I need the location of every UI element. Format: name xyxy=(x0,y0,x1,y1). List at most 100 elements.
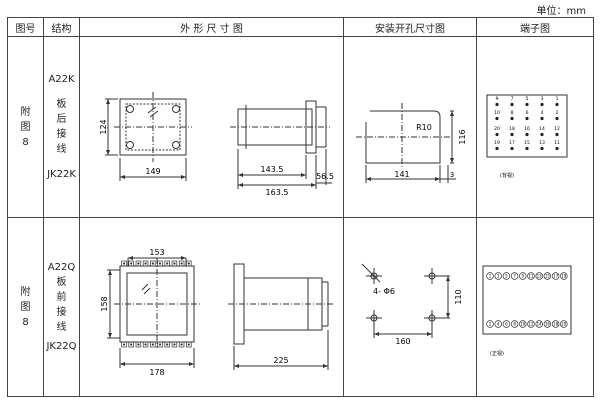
terminal-dot xyxy=(525,132,529,137)
terminal-circle xyxy=(543,320,552,328)
dim-top-width: 153 xyxy=(149,248,164,257)
terminal-circle xyxy=(535,272,543,280)
terminal-circle xyxy=(502,320,511,328)
terminal-pin-bottom xyxy=(157,341,163,348)
terminal-dot xyxy=(495,116,499,121)
terminal-dot xyxy=(555,146,559,151)
terminal-dot xyxy=(510,132,514,137)
dim-front-height: 124 xyxy=(99,119,108,134)
terminal-circle xyxy=(551,272,560,280)
terminal-dot xyxy=(495,132,499,137)
terminal-dot xyxy=(495,102,499,107)
terminal-dot xyxy=(540,132,544,137)
structure-char: 接 xyxy=(56,129,67,140)
terminal-circle xyxy=(486,320,494,328)
terminal-number: 4 xyxy=(541,110,544,116)
terminal-number: 8 xyxy=(513,322,516,327)
mounting-drawing-rear: R10 116 141 3 xyxy=(356,103,467,183)
terminal-pin-top-dot xyxy=(187,262,190,265)
terminal-pin-bottom-dot xyxy=(151,343,154,346)
terminal-pin-bottom-dot xyxy=(144,343,147,346)
model-top: A22Q xyxy=(47,262,76,273)
pin-rows xyxy=(121,260,192,348)
terminal-pin-top-dot xyxy=(173,262,176,265)
structure-char: 线 xyxy=(56,322,67,333)
structure-char: 后 xyxy=(56,114,67,125)
header-mounting: 安装开孔尺寸图 xyxy=(343,17,477,37)
structure-char: 板 xyxy=(56,99,67,110)
terminal-pin-bottom-dot xyxy=(158,343,162,346)
terminal-number: 16 xyxy=(524,126,530,132)
structure-char: 前 xyxy=(56,292,67,303)
dim-mount-height: 116 xyxy=(458,129,467,144)
terminal-dot xyxy=(555,116,559,121)
dim-hole: 4- Φ6 xyxy=(373,287,395,296)
terminal-number: 20 xyxy=(561,322,567,327)
mounting-drawing-cell: 4- Φ6 110 160 xyxy=(343,217,477,397)
figure-label-char: 附 xyxy=(20,106,31,118)
terminal-number: 20 xyxy=(494,126,500,132)
terminal-pin-top xyxy=(135,260,142,267)
terminal-number: 10 xyxy=(520,322,526,327)
terminal-dot xyxy=(540,146,544,151)
terminal-pin-bottom-dot xyxy=(180,343,183,346)
terminal-circle xyxy=(560,320,568,328)
terminal-number: 7 xyxy=(511,96,514,102)
dim-bottom-width: 178 xyxy=(149,368,164,377)
terminal-number: 4 xyxy=(497,322,500,327)
dim-mount-width: 141 xyxy=(394,170,409,179)
terminal-number: 10 xyxy=(494,110,500,116)
terminal-pin-bottom-dot xyxy=(173,343,176,346)
terminal-number: 1 xyxy=(556,96,559,102)
terminal-circle xyxy=(494,320,502,328)
terminal-number: 15 xyxy=(545,274,551,279)
terminal-dot xyxy=(495,146,499,151)
structure-cell: A22Q 板 前 接 线 JK22Q xyxy=(43,217,80,397)
terminal-number: 5 xyxy=(505,274,508,279)
dim-side-a: 143.5 xyxy=(261,165,284,174)
terminal-number: 9 xyxy=(496,96,499,102)
terminal-pin-bottom xyxy=(150,341,156,348)
terminal-pin-top xyxy=(128,260,134,267)
terminal-pin-top xyxy=(178,260,185,267)
terminal-dot xyxy=(510,102,514,107)
terminal-number: 6 xyxy=(526,110,529,116)
terminal-pin-bottom-dot xyxy=(130,343,133,346)
terminal-pin-top-dot xyxy=(180,262,183,265)
terminal-dot xyxy=(510,116,514,121)
structure-char: 接 xyxy=(56,307,67,318)
terminal-pin-bottom xyxy=(128,341,134,348)
terminal-dot xyxy=(540,102,544,107)
terminal-number: 9 xyxy=(522,274,525,279)
terminal-pin-top xyxy=(150,260,156,267)
terminal-pin-bottom-dot xyxy=(166,343,169,346)
terminal-number: 13 xyxy=(537,274,543,279)
terminal-pin-top xyxy=(171,260,178,267)
header-row: 图号 结构 外 形 尺 寸 图 安装开孔尺寸图 端子图 xyxy=(7,17,594,37)
terminal-number: 1 xyxy=(489,274,492,279)
dim-mount-width: 160 xyxy=(395,337,410,346)
dim-left-height: 158 xyxy=(100,296,109,311)
terminal-circle xyxy=(535,320,543,328)
header-structure: 结构 xyxy=(43,17,80,37)
terminal-pin-bottom xyxy=(121,341,127,348)
terminal-number: 11 xyxy=(554,140,560,146)
header-terminal: 端子图 xyxy=(476,17,594,37)
terminal-pin-bottom-dot xyxy=(122,343,126,346)
terminal-circle xyxy=(551,320,560,328)
dim-mount-gap: 3 xyxy=(450,171,454,179)
terminal-pin-top xyxy=(142,260,149,267)
terminal-number: 3 xyxy=(497,274,500,279)
terminal-pin-top-dot xyxy=(122,262,126,265)
terminal-number: 12 xyxy=(528,322,534,327)
table-row: 附 图 8 A22Q 板 前 接 线 JK22Q xyxy=(7,217,594,397)
terminal-circle xyxy=(519,320,527,328)
terminal-number: 5 xyxy=(526,96,529,102)
terminal-circle xyxy=(510,320,519,328)
mounting-drawing-front: 4- Φ6 110 160 xyxy=(361,263,463,346)
terminal-pin-bottom xyxy=(186,341,192,348)
